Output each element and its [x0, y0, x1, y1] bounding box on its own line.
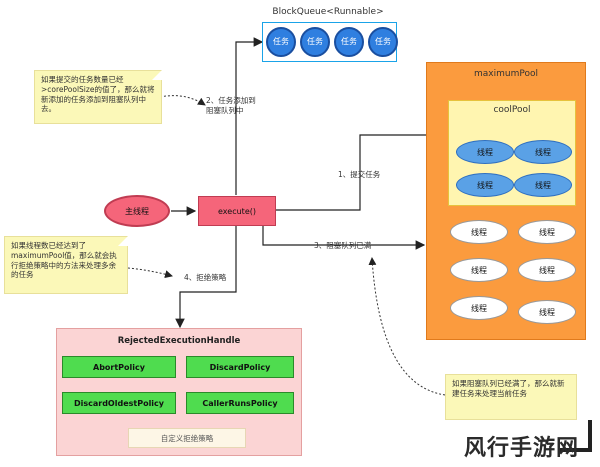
execute-to-corepool-arrow	[276, 130, 448, 211]
queue-task: 任务	[266, 27, 296, 57]
main-thread: 主线程	[104, 195, 170, 227]
step4-label: 4、拒绝策略	[184, 273, 227, 282]
core-thread: 线程	[456, 140, 514, 164]
new-thread-note: 如果阻塞队列已经满了，那么就新建任务来处理当前任务	[445, 374, 577, 420]
note-fold	[152, 70, 162, 80]
extra-thread: 线程	[518, 258, 576, 282]
reject-note: 如果线程数已经达到了maximumPool值，那么就会执行拒绝策略中的方法来处理…	[4, 236, 128, 294]
step2-label: 2、任务添加到 阻塞队列中	[206, 96, 256, 116]
extra-thread: 线程	[518, 300, 576, 324]
core-pool-title: coolPool	[493, 105, 531, 115]
extra-thread: 线程	[450, 296, 508, 320]
maximum-pool-title: maximumPool	[474, 69, 538, 79]
core-thread: 线程	[514, 173, 572, 197]
core-thread: 线程	[456, 173, 514, 197]
rejected-handler-title: RejectedExecutionHandle	[117, 336, 241, 346]
queue-note-pointer	[159, 95, 206, 106]
queue-task: 任务	[300, 27, 330, 57]
note-fold	[118, 236, 128, 246]
reject-note-pointer	[127, 267, 173, 279]
queue-note: 如果提交的任务数量已经>corePoolSize的值了，那么就将新添加的任务添加…	[34, 70, 162, 124]
queue-title: BlockQueue<Runnable>	[272, 7, 384, 17]
extra-thread: 线程	[450, 220, 508, 244]
step1-label: 1、提交任务	[338, 170, 381, 179]
extra-thread: 线程	[450, 258, 508, 282]
execute-to-maxpool-arrow	[262, 226, 426, 250]
execute-box: execute()	[198, 196, 276, 226]
discard-policy: DiscardPolicy	[186, 356, 294, 378]
discard-oldest-policy: DiscardOldestPolicy	[62, 392, 176, 414]
step3-label: 3、阻塞队列已满	[314, 241, 372, 250]
execute-to-reject-arrow	[175, 226, 237, 329]
queue-task: 任务	[368, 27, 398, 57]
caller-runs-policy: CallerRunsPolicy	[186, 392, 294, 414]
watermark-logo: 风行手游网	[464, 436, 580, 461]
execute-to-queue-arrow	[235, 37, 264, 195]
extra-thread: 线程	[518, 220, 576, 244]
watermark-bracket	[560, 420, 592, 452]
custom-policy: 自定义拒绝策略	[128, 428, 246, 448]
abort-policy: AbortPolicy	[62, 356, 176, 378]
core-thread: 线程	[514, 140, 572, 164]
queue-task: 任务	[334, 27, 364, 57]
